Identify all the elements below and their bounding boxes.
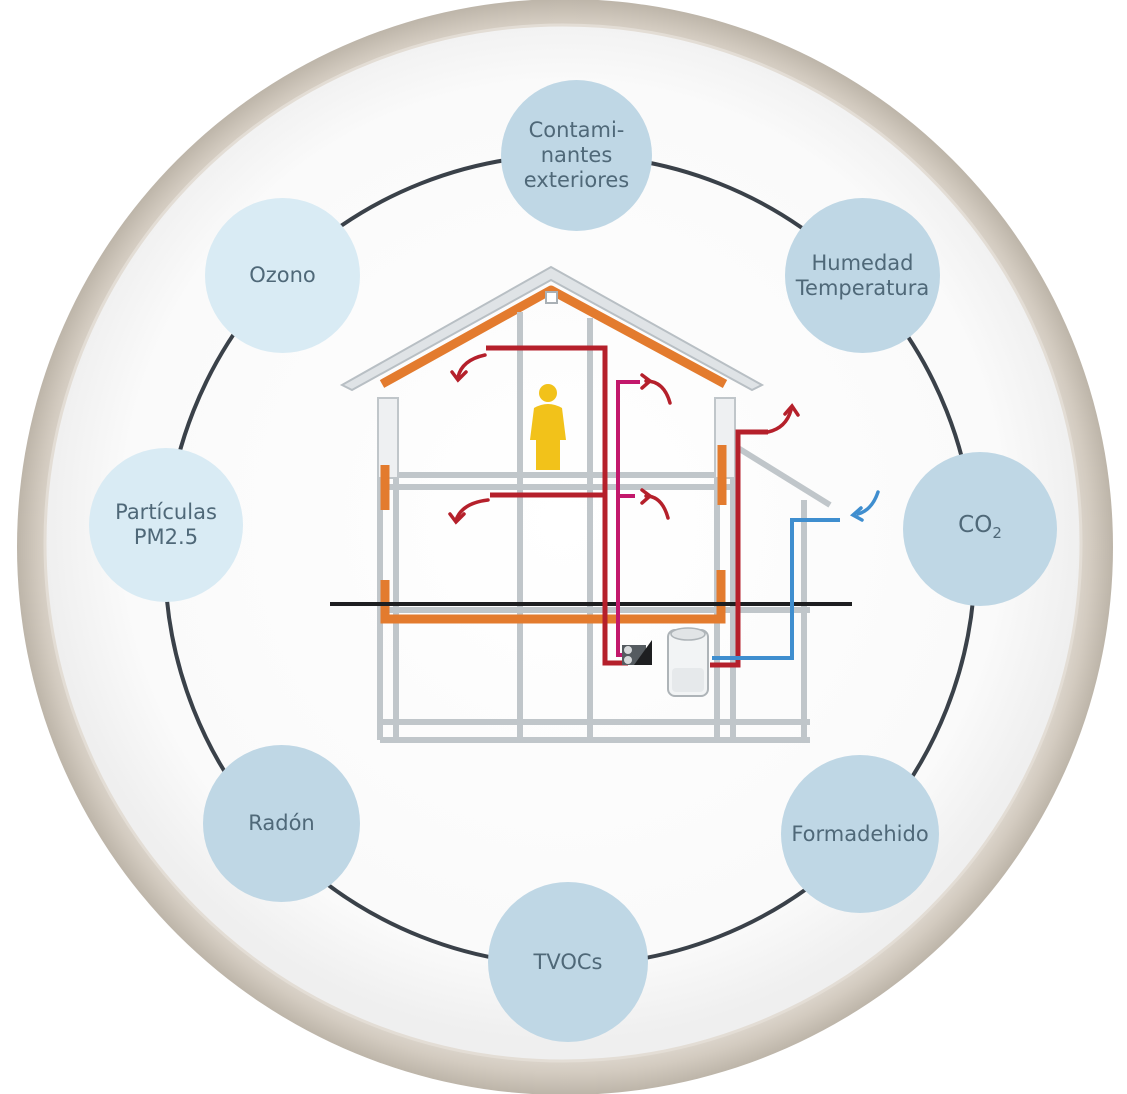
bubble-label: Formadehido bbox=[791, 821, 929, 846]
roof-insulation bbox=[379, 285, 728, 388]
bubble-tvocs: TVOCs bbox=[488, 882, 648, 1042]
bubble-co2: CO2 bbox=[903, 452, 1057, 606]
hot-water-tank bbox=[667, 627, 709, 697]
bubble-label: CO2 bbox=[958, 511, 1002, 546]
bubble-label: TVOCs bbox=[533, 949, 603, 974]
house-cross-section bbox=[330, 265, 880, 743]
bubble-humidity-temperature: Humedad Temperatura bbox=[785, 198, 940, 353]
bubble-label: Radón bbox=[248, 811, 315, 835]
bubble-label: Ozono bbox=[249, 263, 316, 287]
ventilation-unit bbox=[622, 640, 652, 665]
occupant-icon bbox=[530, 384, 566, 470]
bubble-label: Humedad Temperatura bbox=[795, 250, 930, 300]
co2-text: CO bbox=[958, 511, 993, 538]
frame-inner-edge bbox=[43, 23, 1083, 1063]
airflow-arrows bbox=[448, 353, 880, 525]
intake-duct bbox=[712, 518, 840, 660]
roof-vent bbox=[545, 291, 558, 304]
bubble-radon: Radón bbox=[203, 745, 360, 902]
bubble-label: Partículas PM2.5 bbox=[115, 500, 217, 549]
co2-subscript: 2 bbox=[992, 523, 1002, 542]
wall-insulation bbox=[380, 445, 727, 624]
roof bbox=[339, 265, 765, 392]
bubble-particles-pm25: Partículas PM2.5 bbox=[89, 448, 243, 602]
bubble-ozone: Ozono bbox=[205, 198, 360, 353]
bubble-label: Contami- nantes exteriores bbox=[523, 118, 630, 192]
bubble-outdoor-contaminants: Contami- nantes exteriores bbox=[501, 80, 652, 231]
supply-duct bbox=[486, 345, 768, 668]
bubble-formaldehyde: Formadehido bbox=[781, 755, 939, 913]
